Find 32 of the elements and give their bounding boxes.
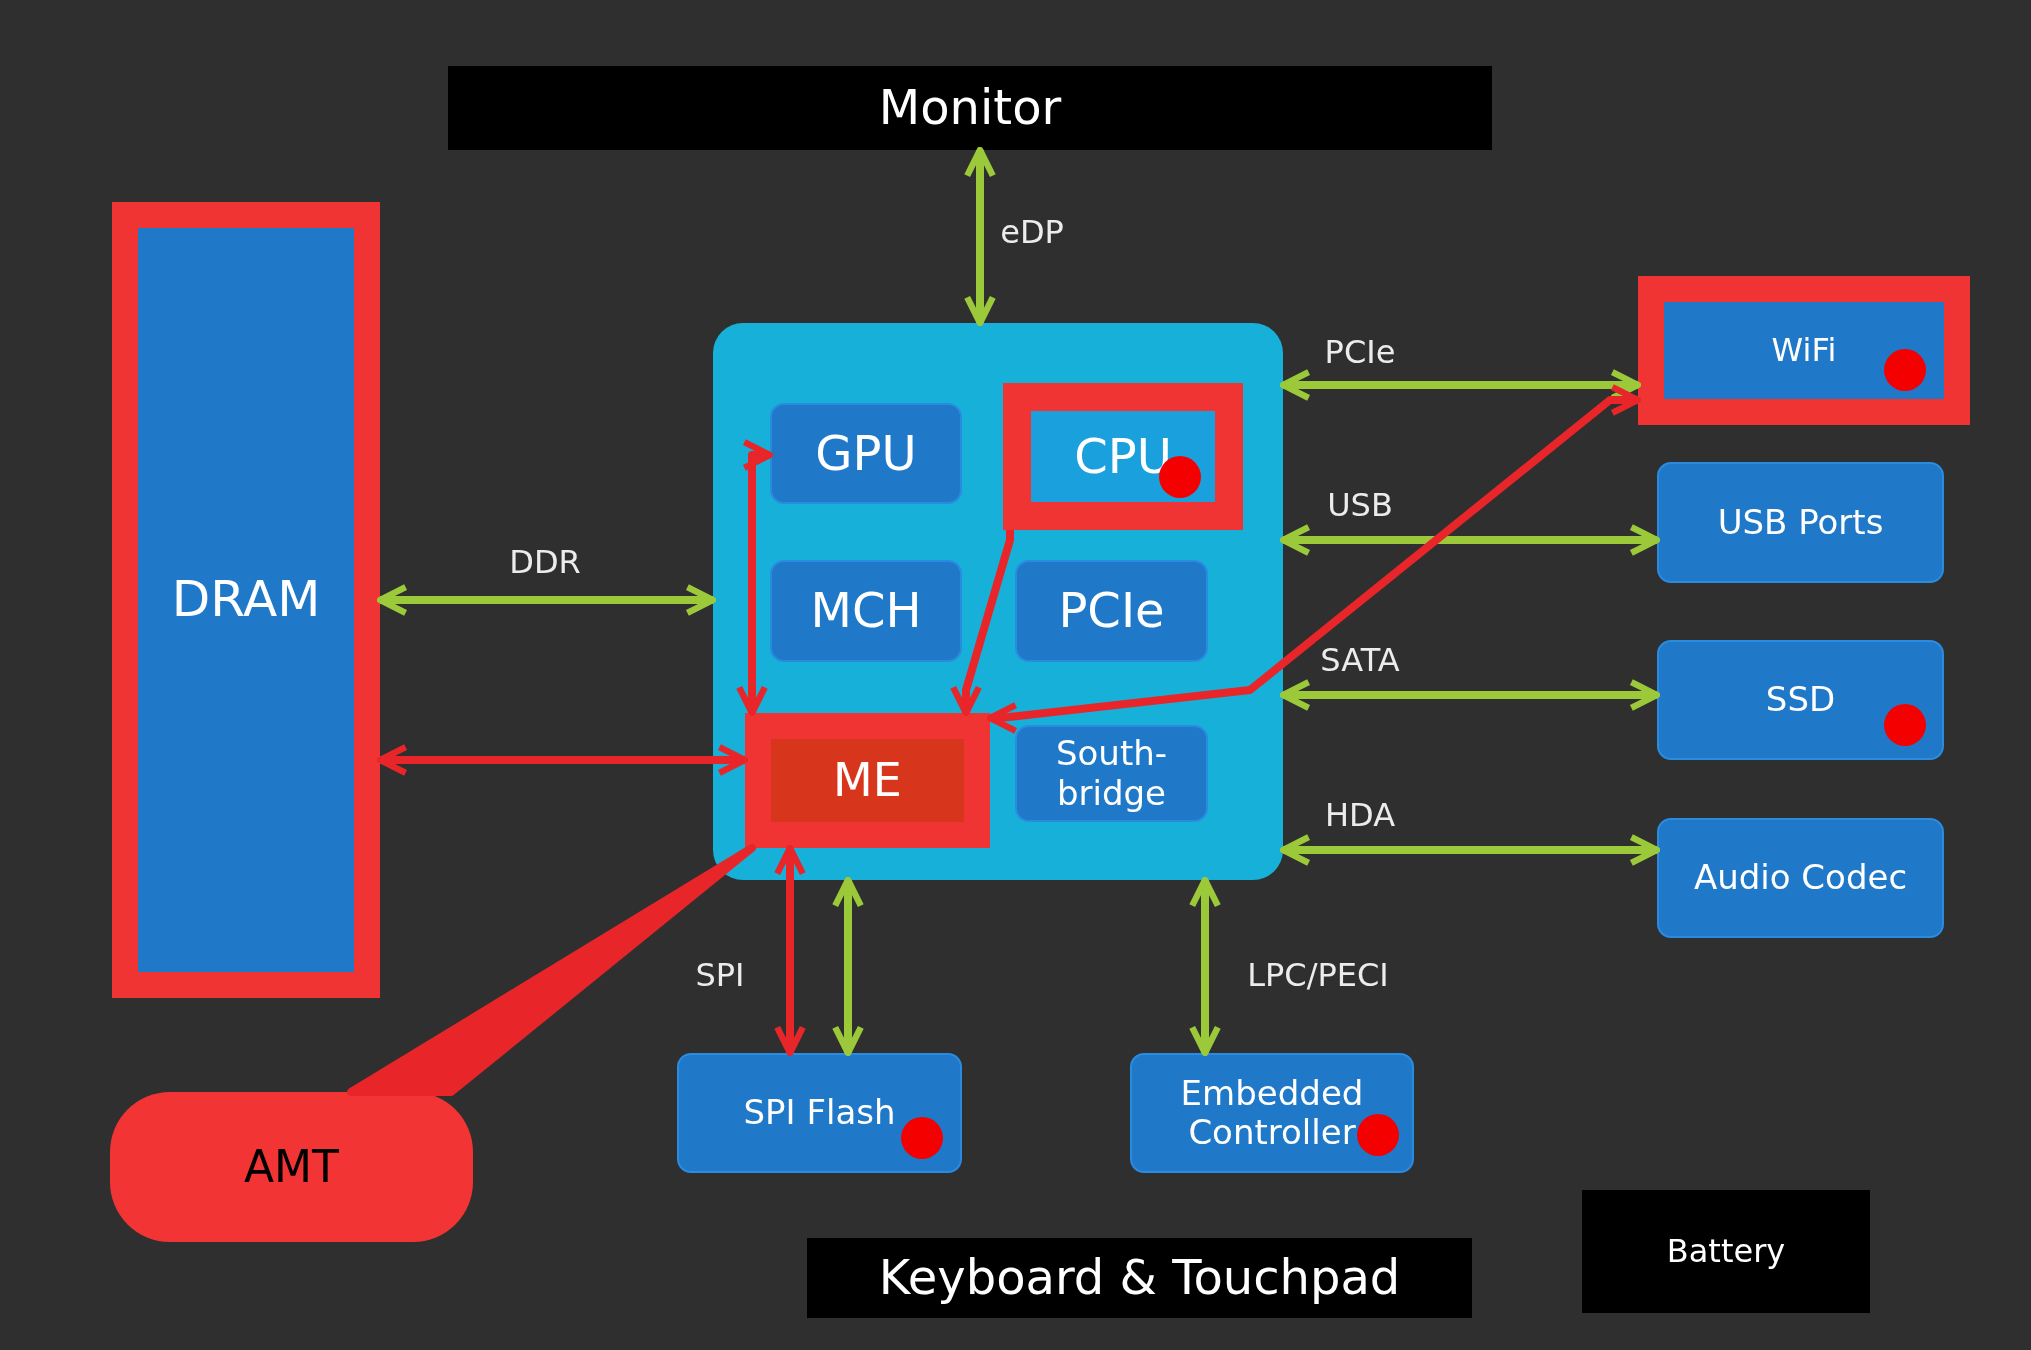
callout-bubble: AMT (110, 1092, 473, 1242)
callout-pointer (347, 844, 756, 1096)
arrow (1279, 834, 1661, 866)
arrow (774, 844, 806, 1057)
label-bar: Keyboard & Touchpad (807, 1238, 1472, 1318)
highlighted-box: DRAM (112, 202, 380, 998)
arrow (1279, 369, 1642, 401)
component-box: SSD (1657, 640, 1944, 760)
arrow (950, 530, 1014, 717)
arrow (986, 384, 1642, 734)
component-box: Audio Codec (1657, 818, 1944, 938)
arrow (1279, 524, 1661, 556)
arrow (964, 146, 996, 327)
component-box: Embedded Controller (1130, 1053, 1414, 1173)
arrow (832, 876, 864, 1057)
arrow (376, 744, 749, 776)
label-bar: Monitor (448, 66, 1492, 150)
highlighted-box: WiFi (1638, 276, 1970, 425)
component-box: SPI Flash (677, 1053, 962, 1173)
component-box: GPU (770, 403, 962, 504)
component-box: PCIe (1015, 560, 1208, 662)
arrow (1279, 679, 1661, 711)
component-box: South- bridge (1015, 725, 1208, 822)
component-box: MCH (770, 560, 962, 662)
highlighted-box: CPU (1003, 383, 1243, 530)
chip-panel (713, 323, 1283, 880)
arrow (1189, 876, 1221, 1057)
arrow (376, 584, 717, 616)
component-box: USB Ports (1657, 462, 1944, 583)
arrow (736, 439, 774, 717)
highlighted-box: ME (745, 713, 990, 848)
label-bar: Battery (1582, 1190, 1870, 1313)
